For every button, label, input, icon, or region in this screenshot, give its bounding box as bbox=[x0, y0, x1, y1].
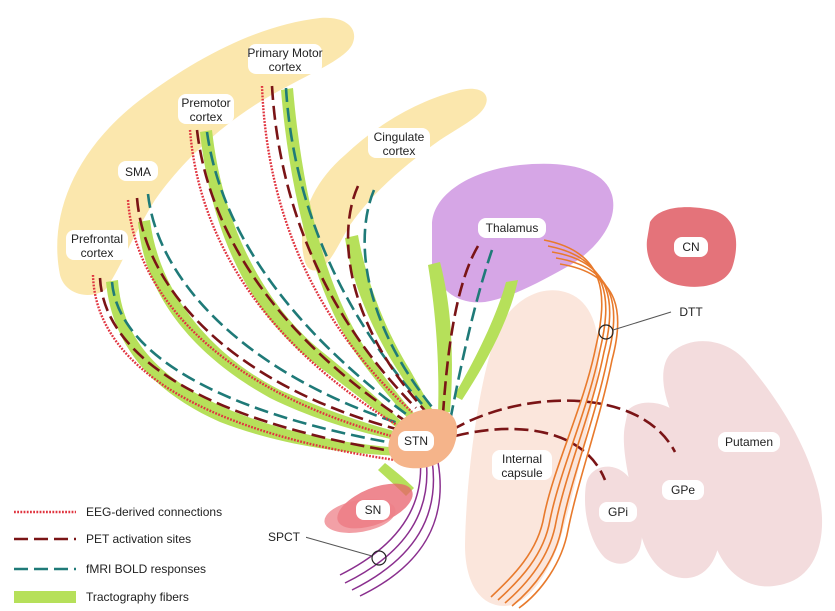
putamen-shape bbox=[663, 341, 823, 587]
dtt-leader-line bbox=[612, 311, 672, 331]
spct-label: SPCT bbox=[262, 527, 306, 547]
legend-item-pet: PET activation sites bbox=[14, 532, 191, 546]
premotor-label-line1: Premotor bbox=[181, 96, 230, 110]
fmri-line-thalamus bbox=[449, 249, 494, 417]
premotor-label: Premotor cortex bbox=[178, 94, 234, 124]
dtt-fiber bbox=[490, 239, 603, 598]
eeg-line-premotor bbox=[188, 129, 403, 430]
dtt-label-text: DTT bbox=[679, 305, 703, 319]
dtt-label: DTT bbox=[672, 302, 710, 322]
gpe-label-text: GPe bbox=[671, 483, 695, 497]
fmri-line-prefrontal bbox=[110, 281, 399, 446]
primary-motor-label-line1: Primary Motor bbox=[247, 46, 322, 60]
spct-label-text: SPCT bbox=[268, 530, 301, 544]
dtt-callout-circle bbox=[598, 324, 614, 340]
cn-label: CN bbox=[674, 237, 708, 257]
pet-line-gpi bbox=[454, 427, 607, 481]
pet-line-premotor bbox=[195, 129, 405, 422]
prefrontal-label: Prefrontal cortex bbox=[66, 230, 128, 260]
sma-label: SMA bbox=[118, 161, 158, 181]
internal-capsule-shape bbox=[465, 290, 599, 606]
spct-tract bbox=[339, 455, 441, 597]
putamen-label: Putamen bbox=[718, 432, 780, 452]
tract-primary-motor-fiber bbox=[281, 88, 418, 422]
legend-label-pet: PET activation sites bbox=[86, 532, 191, 546]
legend-item-eeg: EEG-derived connections bbox=[14, 505, 222, 519]
thalamus-label-text: Thalamus bbox=[486, 221, 539, 235]
tract-thalamus-fiber-left bbox=[428, 262, 452, 414]
gpi-label-text: GPi bbox=[608, 505, 628, 519]
stn-label: STN bbox=[398, 431, 434, 451]
prefrontal-label-line2: cortex bbox=[81, 246, 114, 260]
primary-motor-label-line2: cortex bbox=[269, 60, 302, 74]
dtt-fiber bbox=[511, 257, 615, 607]
spct-fiber bbox=[351, 459, 435, 591]
spct-leader-line bbox=[304, 536, 373, 557]
legend: EEG-derived connections PET activation s… bbox=[14, 505, 222, 604]
internal-capsule-label: Internal capsule bbox=[492, 450, 552, 480]
primary-motor-label: Primary Motor cortex bbox=[247, 44, 323, 74]
pet-line-cingulate bbox=[346, 185, 429, 415]
legend-swatch-tract bbox=[14, 591, 76, 603]
eeg-line-primary-motor bbox=[260, 85, 413, 413]
internal-capsule-label-line2: capsule bbox=[501, 466, 543, 480]
spct-fiber bbox=[339, 455, 422, 576]
internal-capsule-label-line1: Internal bbox=[502, 452, 542, 466]
sn-label-text: SN bbox=[365, 503, 382, 517]
pet-line-sma bbox=[135, 197, 401, 432]
legend-label-tract: Tractography fibers bbox=[86, 590, 189, 604]
spct-callout-circle bbox=[371, 550, 387, 566]
stn-label-text: STN bbox=[404, 434, 428, 448]
tract-sma-fiber bbox=[138, 220, 402, 441]
gpi-label: GPi bbox=[599, 502, 637, 522]
pet-line-primary-motor bbox=[270, 85, 417, 409]
pet-line-gpe bbox=[451, 399, 677, 453]
putamen-label-text: Putamen bbox=[725, 435, 773, 449]
eeg-line-sma bbox=[126, 199, 400, 440]
pet-line-thalamus bbox=[441, 245, 480, 415]
thalamus-label: Thalamus bbox=[478, 218, 546, 238]
legend-label-fmri: fMRI BOLD responses bbox=[86, 562, 206, 576]
gpe-label: GPe bbox=[662, 480, 704, 500]
fmri-line-sma bbox=[146, 193, 402, 426]
legend-label-eeg: EEG-derived connections bbox=[86, 505, 222, 519]
dtt-fiber bbox=[518, 263, 619, 609]
pet-line-prefrontal bbox=[98, 277, 398, 454]
cingulate-label-line1: Cingulate bbox=[374, 130, 425, 144]
cingulate-label: Cingulate cortex bbox=[368, 128, 430, 158]
tract-prefrontal-fiber bbox=[106, 280, 400, 456]
sma-label-text: SMA bbox=[125, 165, 151, 179]
cingulate-label-line2: cortex bbox=[383, 144, 416, 158]
eeg-line-prefrontal bbox=[91, 274, 396, 462]
sn-label: SN bbox=[356, 500, 390, 520]
spct-fiber bbox=[344, 457, 428, 584]
dtt-fiber bbox=[504, 251, 611, 604]
cn-label-text: CN bbox=[682, 240, 699, 254]
dtt-tract bbox=[490, 239, 619, 609]
legend-item-tract: Tractography fibers bbox=[14, 590, 189, 604]
legend-item-fmri: fMRI BOLD responses bbox=[14, 562, 206, 576]
fmri-line-primary-motor bbox=[284, 87, 423, 405]
tract-thalamus-fiber-right bbox=[454, 280, 518, 400]
premotor-label-line2: cortex bbox=[190, 110, 223, 124]
prefrontal-label-line1: Prefrontal bbox=[71, 232, 123, 246]
spct-fiber bbox=[359, 461, 441, 597]
